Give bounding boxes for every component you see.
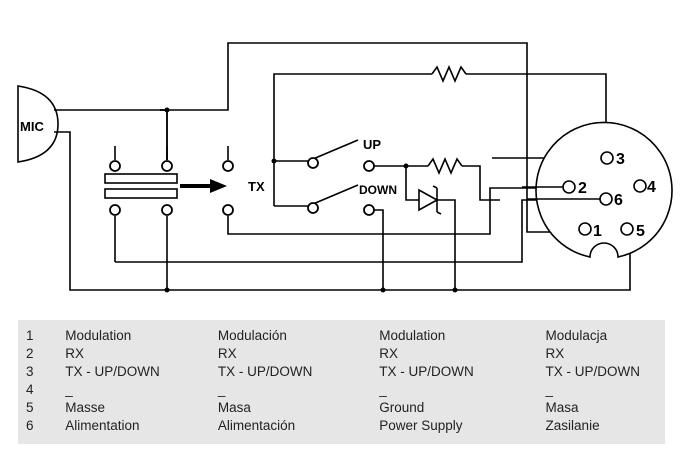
pin-2-label: 2 bbox=[578, 180, 587, 197]
pin-name-es: _ bbox=[217, 382, 226, 397]
contact bbox=[222, 160, 234, 172]
pin-3-label: 3 bbox=[616, 151, 625, 168]
pin-3-icon bbox=[600, 151, 614, 165]
pin-name-en: Ground bbox=[379, 400, 425, 415]
pin-legend: 1 Modulation Modulación Modulation Modul… bbox=[18, 320, 665, 444]
contact bbox=[307, 157, 319, 169]
pin-number: 1 bbox=[26, 328, 34, 343]
contact bbox=[307, 202, 319, 214]
wire-mic-ground bbox=[54, 131, 631, 291]
pin-name-pl: RX bbox=[545, 346, 565, 361]
pin-name-pl: Modulacja bbox=[545, 328, 608, 343]
pin-name-fr: _ bbox=[65, 382, 73, 397]
legend-row: 1 Modulation Modulación Modulation Modul… bbox=[18, 327, 665, 345]
wire-tx bbox=[227, 187, 564, 235]
pin-5-icon bbox=[620, 222, 634, 236]
pin-1-label: 1 bbox=[593, 223, 602, 240]
pin-number: 4 bbox=[26, 382, 34, 397]
pin-6-icon bbox=[599, 192, 613, 206]
pin-name-es: TX - UP/DOWN bbox=[217, 364, 313, 379]
arrow-icon bbox=[210, 179, 227, 193]
wiring-diagram: MIC TX UP DOWN 3 2 4 6 1 5 bbox=[17, 42, 673, 293]
legend-row: 5 Masse Masa Ground Masa bbox=[18, 399, 665, 417]
pin-number: 6 bbox=[26, 418, 34, 433]
pin-name-es: Masa bbox=[217, 400, 251, 415]
zener-diode bbox=[418, 188, 439, 212]
contact bbox=[363, 160, 375, 172]
up-label: UP bbox=[363, 137, 381, 152]
pin-6-label: 6 bbox=[614, 192, 623, 209]
contact bbox=[161, 160, 173, 172]
pin-name-fr: Masse bbox=[65, 400, 105, 415]
pin-name-pl: Zasilanie bbox=[545, 418, 600, 433]
pin-name-en: TX - UP/DOWN bbox=[379, 364, 474, 379]
legend-row: 3 TX - UP/DOWN TX - UP/DOWN TX - UP/DOWN… bbox=[18, 363, 665, 381]
contact bbox=[109, 160, 121, 172]
pin-5-label: 5 bbox=[636, 223, 645, 240]
wire-switch-bottom bbox=[115, 199, 581, 263]
pin-name-es: RX bbox=[217, 346, 237, 361]
pin-1-icon bbox=[578, 222, 592, 236]
pin-4-label: 4 bbox=[647, 179, 656, 196]
resistor-top bbox=[431, 64, 467, 84]
mic-label: MIC bbox=[20, 119, 44, 134]
legend-row: 4 _ _ _ _ bbox=[18, 381, 665, 399]
contact bbox=[363, 204, 375, 216]
pin-number: 5 bbox=[26, 400, 34, 415]
pin-name-pl: _ bbox=[545, 382, 554, 397]
wire-top bbox=[54, 42, 580, 233]
pin-name-pl: Masa bbox=[545, 400, 579, 415]
tx-label: TX bbox=[248, 179, 265, 194]
pin-2-icon bbox=[562, 180, 576, 194]
pin-name-en: Power Supply bbox=[379, 418, 463, 433]
pin-name-es: Alimentación bbox=[217, 418, 296, 433]
pin-legend-table: 1 Modulation Modulación Modulation Modul… bbox=[18, 327, 665, 435]
contact bbox=[222, 204, 234, 216]
wire-mic-switch bbox=[160, 109, 168, 160]
pin-4-icon bbox=[633, 179, 647, 193]
pin-name-pl: TX - UP/DOWN bbox=[545, 364, 641, 379]
resistor-up bbox=[427, 156, 463, 176]
pin-name-es: Modulación bbox=[217, 328, 287, 343]
pin-name-fr: Alimentation bbox=[65, 418, 140, 433]
microphone-icon bbox=[17, 85, 59, 163]
down-label: DOWN bbox=[359, 183, 397, 197]
pin-number: 2 bbox=[26, 346, 34, 361]
pin-number: 3 bbox=[26, 364, 34, 379]
legend-row: 6 Alimentation Alimentación Power Supply… bbox=[18, 417, 665, 435]
pin-name-en: RX bbox=[379, 346, 399, 361]
contact bbox=[109, 204, 121, 216]
pin-name-fr: RX bbox=[65, 346, 84, 361]
ptt-switch-bar-bottom bbox=[104, 188, 178, 199]
pin-name-en: Modulation bbox=[379, 328, 446, 343]
contact bbox=[161, 204, 173, 216]
ptt-switch-bar-top bbox=[104, 173, 178, 184]
pin-name-fr: TX - UP/DOWN bbox=[65, 364, 160, 379]
din-connector bbox=[535, 121, 673, 258]
pin-name-fr: Modulation bbox=[65, 328, 132, 343]
pin-name-en: _ bbox=[379, 382, 387, 397]
legend-row: 2 RX RX RX RX bbox=[18, 345, 665, 363]
